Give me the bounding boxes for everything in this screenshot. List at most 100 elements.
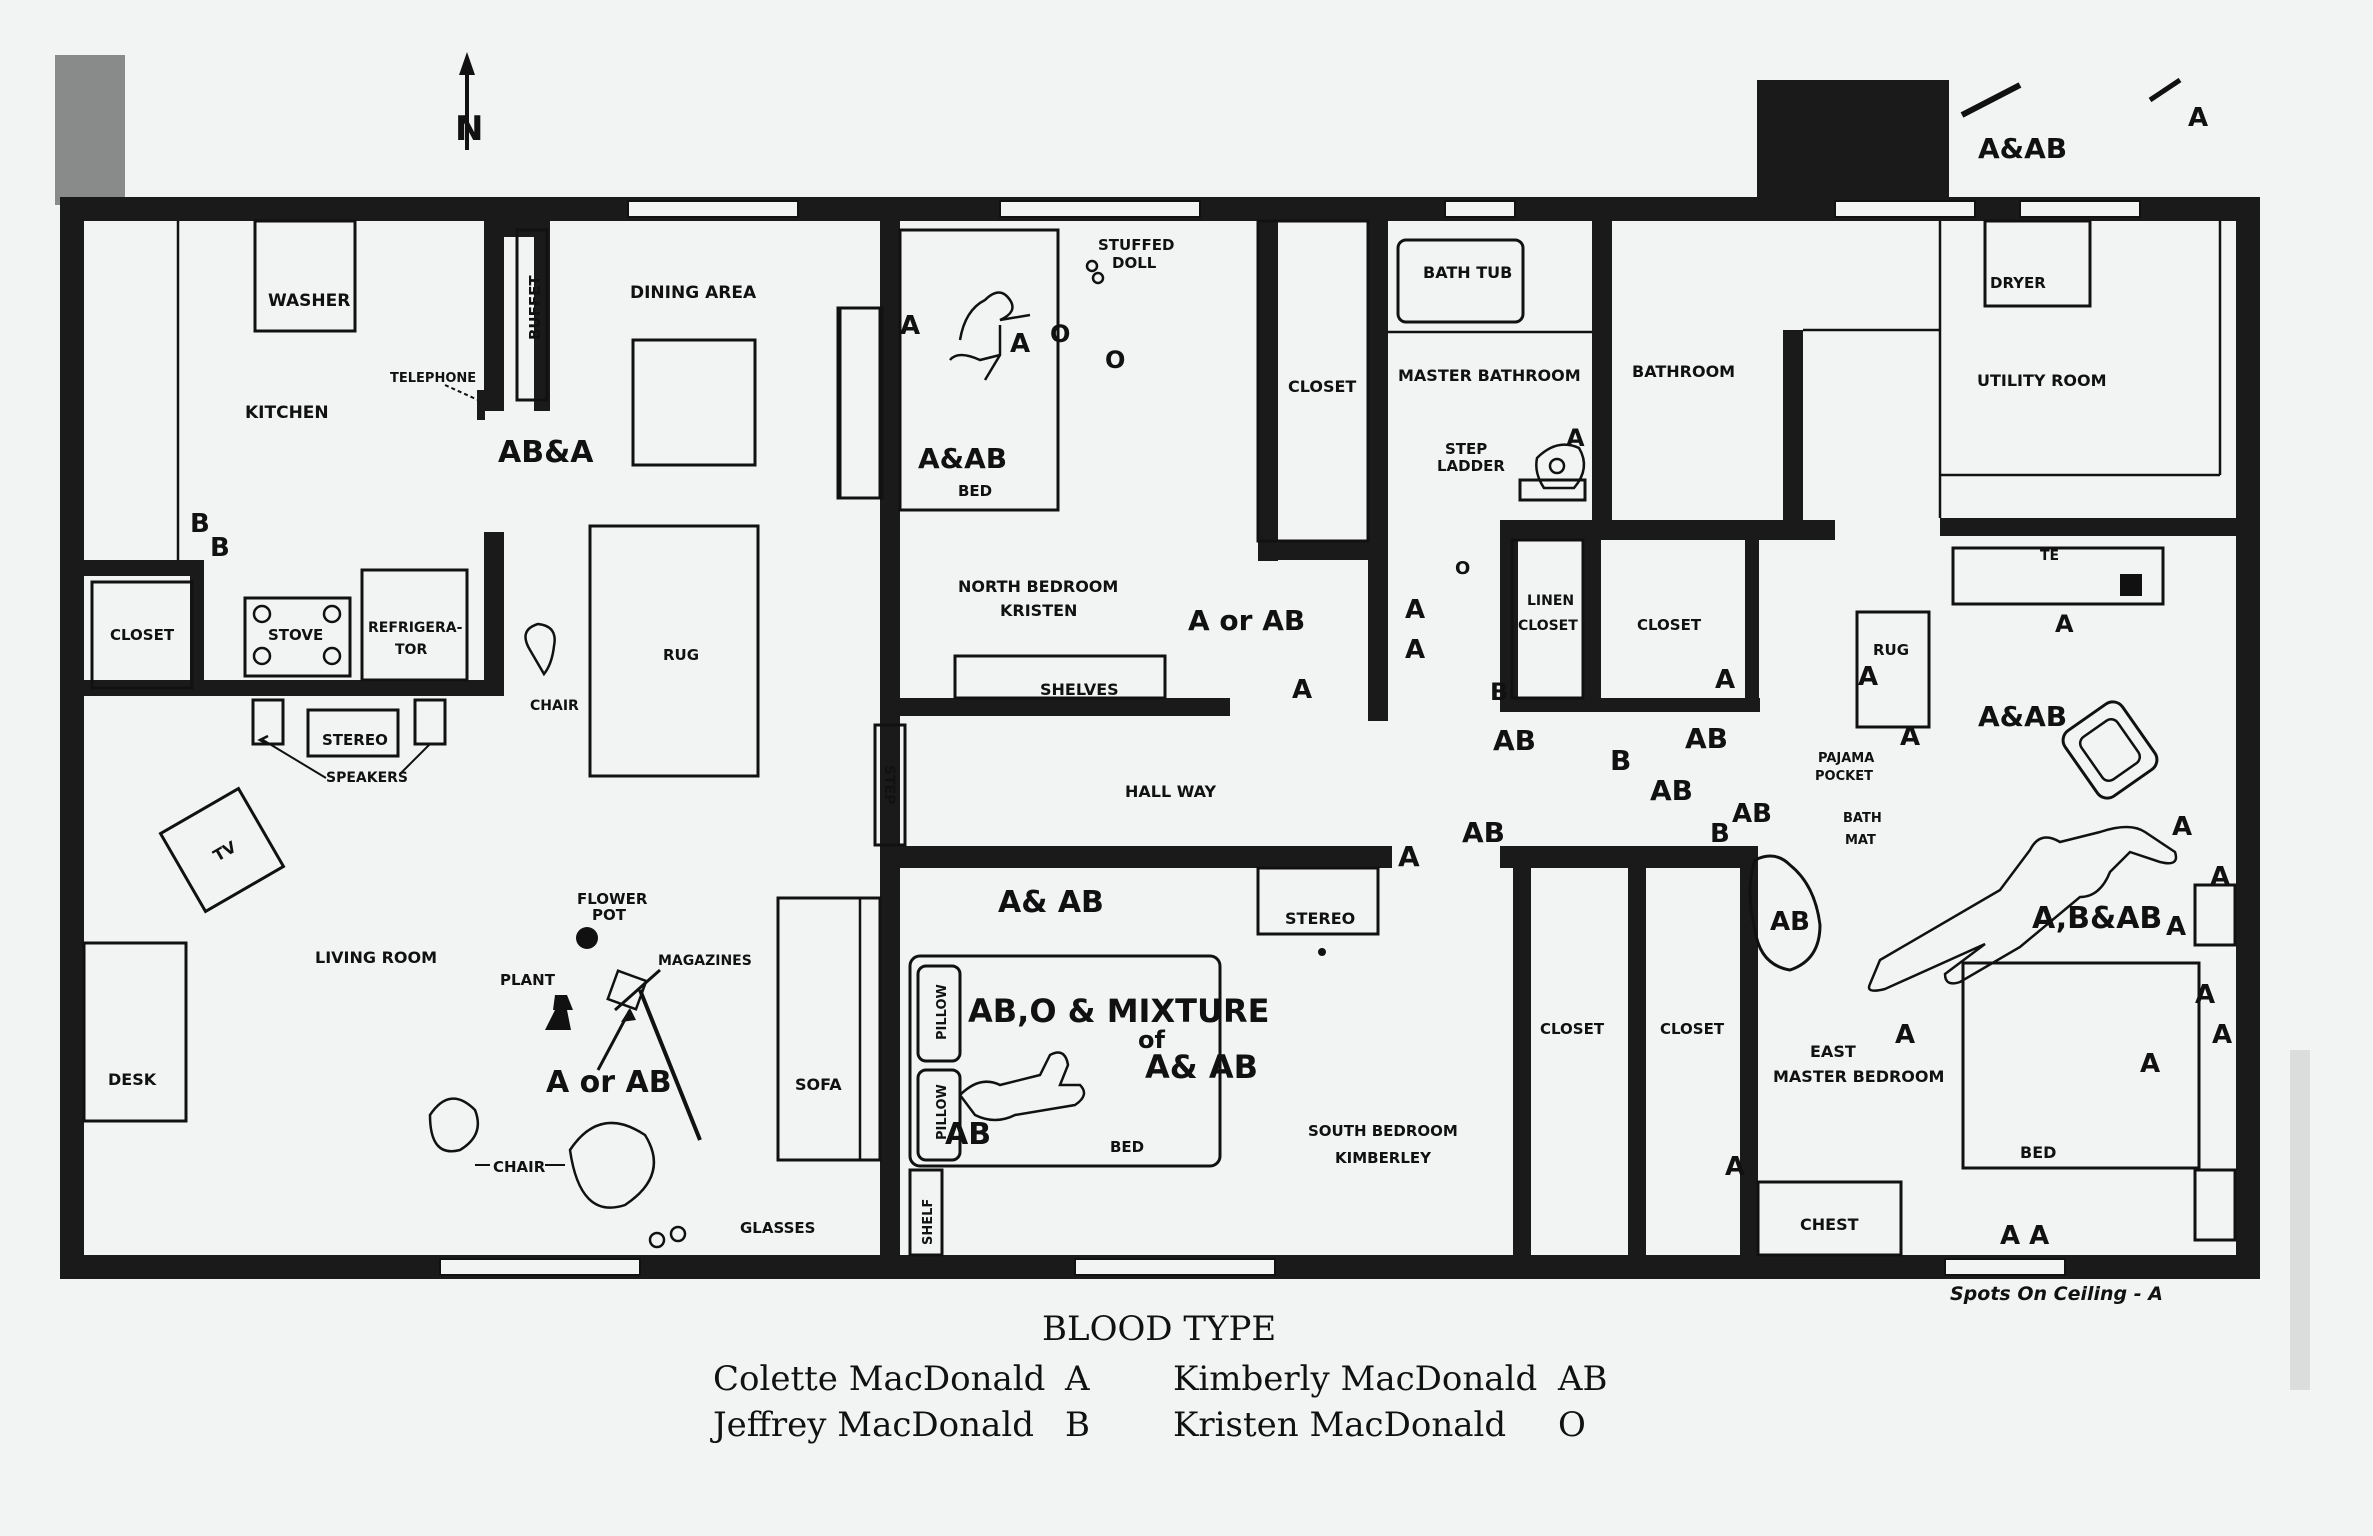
hall-closet-label: CLOSET xyxy=(1637,616,1702,634)
north-closet xyxy=(1256,219,1370,543)
mark-phone: AB&A xyxy=(498,435,594,470)
kitchen-closet xyxy=(90,580,194,690)
east-dresser xyxy=(1951,546,2165,606)
kitchen-closet-label: CLOSET xyxy=(110,626,175,644)
legend-name-kimberly: Kimberly MacDonald xyxy=(1173,1359,1537,1399)
south-stereo xyxy=(1256,866,1380,936)
pajama-pocket-label-1: PAJAMA xyxy=(1818,751,1874,766)
step-label: STEP xyxy=(881,765,897,804)
mark-east-a: A xyxy=(1900,722,1920,752)
mark-north-body-a: A xyxy=(1010,329,1030,359)
kitchen-label: KITCHEN xyxy=(245,403,329,423)
mark-south-ab: AB xyxy=(945,1117,991,1152)
magazines-label: MAGAZINES xyxy=(658,953,752,969)
linen-closet-label-2: CLOSET xyxy=(1518,618,1578,634)
stove xyxy=(243,596,352,678)
mark-bath-ladder: A xyxy=(1566,424,1585,452)
legend-type-jeffrey: B xyxy=(1065,1405,1090,1445)
living-stereo xyxy=(306,708,400,758)
linen-closet xyxy=(1510,538,1585,700)
mark-north-door-a: A xyxy=(900,311,920,341)
bloodstain xyxy=(1748,854,1822,972)
sofa-label: SOFA xyxy=(795,1075,842,1094)
legend-type-colette: A xyxy=(1064,1359,1090,1399)
magazine-rack xyxy=(638,989,702,1141)
flower-pot-label-2: POT xyxy=(592,906,627,924)
flower-pot xyxy=(576,927,598,949)
dining-cabinet xyxy=(836,306,884,500)
mark-south-of: of xyxy=(1138,1026,1165,1054)
hallway: HALL WAY xyxy=(1125,782,1217,801)
buffet xyxy=(515,228,549,402)
scan-edge-marks xyxy=(55,55,2310,1390)
stove-label: STOVE xyxy=(268,626,323,644)
mark-living: A or AB xyxy=(546,1065,672,1100)
linen-closet-label-1: LINEN xyxy=(1527,593,1574,609)
hall-way-label: HALL WAY xyxy=(1125,782,1217,801)
mark-north-o2: O xyxy=(1105,346,1125,374)
mark-hall-ab1: AB xyxy=(1493,724,1536,757)
living-chair-label: CHAIR xyxy=(493,1158,546,1176)
mark-closet-a: A xyxy=(1715,665,1735,695)
desk xyxy=(82,941,188,1123)
buffet-label: BUFFET xyxy=(526,275,544,340)
flower-pot-label-1: FLOWER xyxy=(577,890,648,908)
dining-area-label: DINING AREA xyxy=(630,283,757,303)
washer xyxy=(253,219,357,333)
east-master-label-1: EAST xyxy=(1810,1042,1856,1061)
north-closet-label: CLOSET xyxy=(1288,377,1356,396)
shelves xyxy=(953,654,1167,700)
mark-east-a9: A xyxy=(1895,1020,1915,1050)
bath-tub xyxy=(1396,238,1525,324)
mark-north-floor: A or AB xyxy=(1188,604,1305,637)
mark-east-a10: A xyxy=(2055,610,2074,638)
south-closet-1-label: CLOSET xyxy=(1540,1020,1605,1038)
master-bathroom: BATH TUB MASTER BATHROOM STEP LADDER BAT… xyxy=(1388,238,1735,700)
glasses-label: GLASSES xyxy=(740,1219,815,1237)
north-bed-label: BED xyxy=(958,482,992,500)
telephone-label: TELEPHONE xyxy=(390,371,476,386)
chimney xyxy=(1757,80,1949,198)
south-bed xyxy=(908,954,1222,1168)
north-bed xyxy=(898,228,1060,512)
utility-room: DRYER UTILITY ROOM xyxy=(1803,219,2222,518)
bath-tub-label: BATH TUB xyxy=(1423,263,1512,282)
sink xyxy=(1535,443,1586,490)
pillow-1 xyxy=(916,964,962,1063)
mark-hall-b: B xyxy=(1610,744,1631,777)
mark-bath-a2: A xyxy=(1405,635,1425,665)
east-master-label-2: MASTER BEDROOM xyxy=(1773,1067,1944,1086)
mark-hall-a: A xyxy=(1398,840,1420,873)
refrigerator-label-2: TOR xyxy=(395,642,427,658)
east-chair xyxy=(2061,700,2159,800)
stuffed-doll-label-2: DOLL xyxy=(1112,254,1157,272)
mark-east-aab: A&AB xyxy=(1978,700,2067,733)
north-bedroom-label-2: KRISTEN xyxy=(1000,601,1077,620)
legend-name-kristen: Kristen MacDonald xyxy=(1173,1405,1506,1445)
legend-title: BLOOD TYPE xyxy=(1042,1309,1276,1349)
washer-label: WASHER xyxy=(268,291,350,311)
south-bedroom: STEREO PILLOW PILLOW BED SHELF SOUTH BED… xyxy=(908,866,1725,1257)
desk-label: DESK xyxy=(108,1070,157,1089)
speakers-label: SPEAKERS xyxy=(326,770,408,786)
pillow-label-1: PILLOW xyxy=(935,984,950,1040)
mark-east-ab: AB xyxy=(1770,907,1810,937)
mark-east-a8: A xyxy=(1725,1152,1745,1182)
dining-chair xyxy=(524,622,556,677)
stuffed-doll-label-1: STUFFED xyxy=(1098,236,1174,254)
mark-hall-ab5: AB xyxy=(1732,799,1772,829)
ceiling-note: Spots On Ceiling - A xyxy=(1950,1283,2163,1305)
dining-rug xyxy=(588,524,760,778)
dining-chair-label: CHAIR xyxy=(530,698,579,714)
east-body-outline xyxy=(1867,825,2178,992)
mark-hall-b2: B xyxy=(1710,819,1730,849)
shelves-label: SHELVES xyxy=(1040,680,1119,699)
mark-kitchen-b1: B xyxy=(190,509,210,539)
blood-type-legend: BLOOD TYPE Colette MacDonald A Kimberly … xyxy=(710,1309,1608,1445)
east-rug-label: RUG xyxy=(1873,641,1909,659)
living-room-label: LIVING ROOM xyxy=(315,948,437,967)
step-ladder-label-1: STEP xyxy=(1445,440,1487,458)
mark-outside-a: A xyxy=(2188,103,2208,133)
east-bed xyxy=(1961,961,2201,1170)
